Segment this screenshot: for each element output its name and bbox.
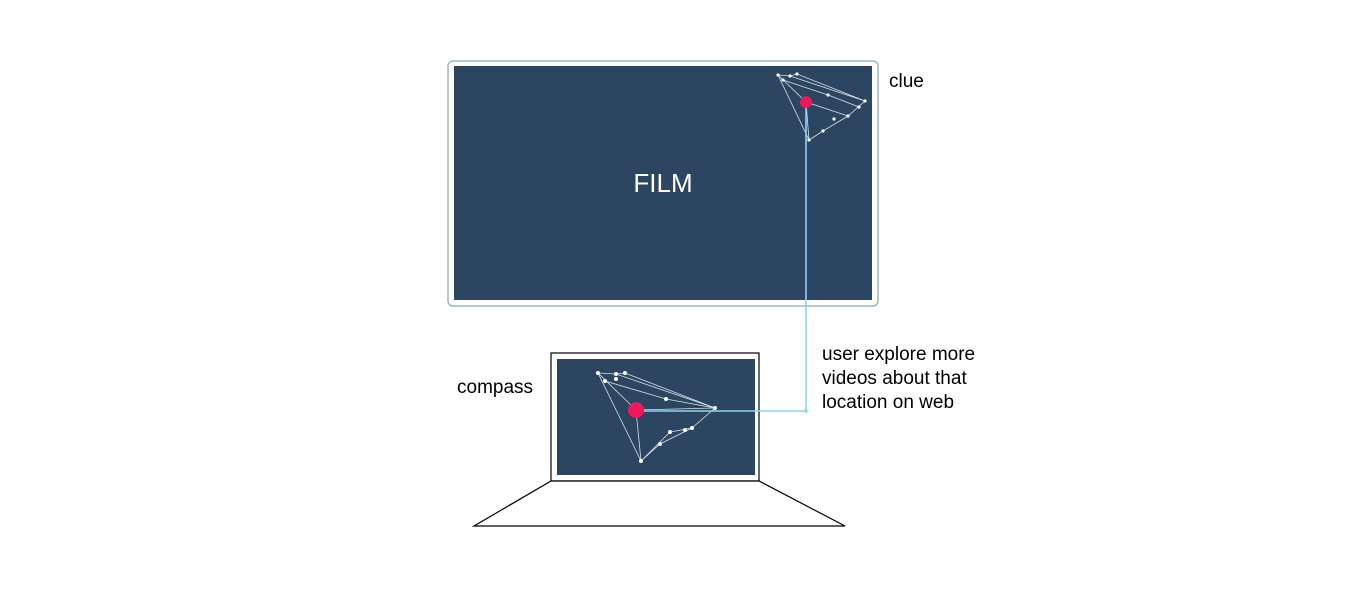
note-line-3: location on web — [822, 392, 955, 413]
laptop-base — [471, 480, 846, 527]
compass-label: compass — [457, 377, 534, 398]
laptop — [471, 352, 846, 527]
clue-marker — [800, 96, 812, 108]
film-label: FILM — [633, 168, 693, 198]
compass-marker — [628, 402, 644, 418]
clue-shape-icon — [776, 72, 867, 142]
note-line-1: user explore more — [822, 344, 976, 365]
clue-label: clue — [889, 71, 924, 92]
laptop-screen — [557, 359, 755, 475]
connector-joint — [804, 409, 808, 413]
note-line-2: videos about that — [822, 368, 967, 389]
